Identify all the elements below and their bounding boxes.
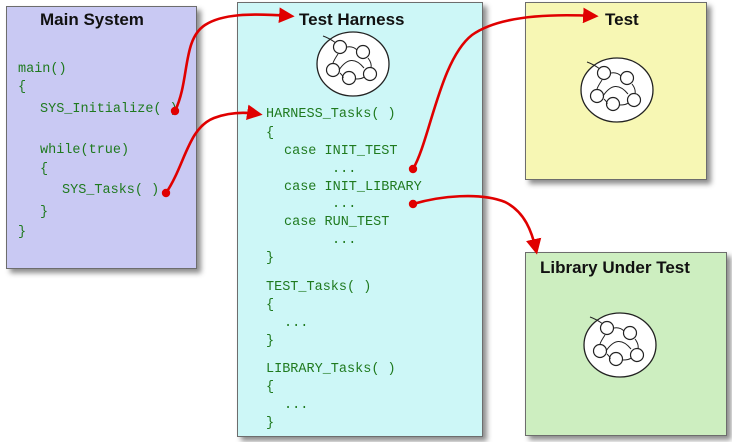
harness-code-line: }: [266, 416, 275, 431]
harness-code-line: {: [266, 380, 275, 395]
harness-code-line: }: [266, 334, 275, 349]
test-harness-title: Test Harness: [299, 10, 405, 29]
main-system-code-line: {: [40, 162, 49, 177]
harness-code-line: case INIT_LIBRARY: [284, 180, 422, 195]
main-system-code-line: {: [18, 80, 27, 95]
harness-code-line: ...: [284, 316, 309, 331]
harness-state-machine-icon: [316, 31, 390, 97]
test-state-machine-icon: [580, 57, 654, 123]
harness-code-line: ...: [332, 233, 357, 248]
connector-dot: [408, 164, 418, 174]
arrow-initialize-to-harness: [173, 7, 295, 112]
arrow-tasks-to-harness-tasks: [164, 104, 263, 194]
harness-code-line: HARNESS_Tasks( ): [266, 107, 396, 122]
library-under-test-title: Library Under Test: [540, 258, 690, 277]
harness-code-line: case RUN_TEST: [284, 215, 390, 230]
harness-code-line: TEST_Tasks( ): [266, 280, 372, 295]
harness-code-line: case INIT_TEST: [284, 144, 398, 159]
arrow-init-test-to-test: [411, 7, 599, 170]
harness-code-line: LIBRARY_Tasks( ): [266, 362, 396, 377]
main-system-code-line: while(true): [40, 143, 130, 158]
main-system-code-line: }: [40, 205, 49, 220]
main-system-code-line: SYS_Tasks( ): [62, 183, 160, 198]
main-system-title: Main System: [40, 10, 144, 29]
harness-code-line: {: [266, 126, 275, 141]
connector-dot: [161, 188, 171, 198]
harness-code-line: ...: [332, 197, 357, 212]
arrow-init-library-to-library: [412, 194, 542, 255]
main-system-code-line: }: [18, 225, 27, 240]
main-system-code-line: main(): [18, 62, 67, 77]
harness-code-line: }: [266, 251, 275, 266]
library-state-machine-icon: [583, 312, 657, 378]
harness-code-line: ...: [284, 398, 309, 413]
harness-code-line: {: [266, 298, 275, 313]
harness-code-line: ...: [332, 162, 357, 177]
connector-dot: [170, 106, 180, 116]
test-title: Test: [605, 10, 639, 29]
connector-dot: [408, 199, 418, 209]
main-system-box: [6, 6, 197, 269]
